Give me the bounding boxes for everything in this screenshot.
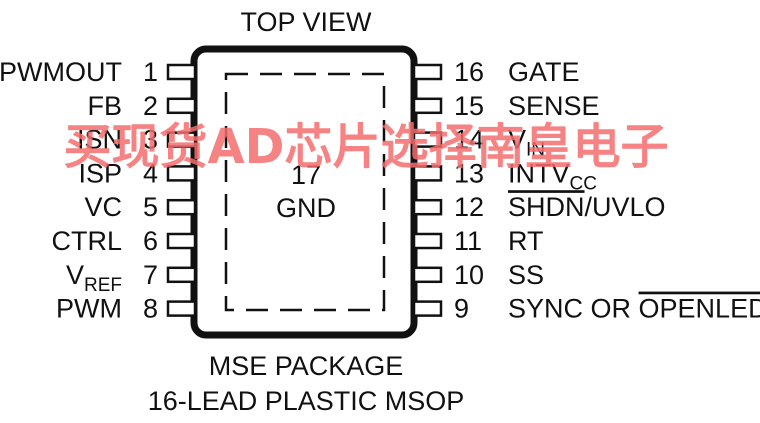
pin-16: 16 GATE <box>412 57 580 87</box>
top-view-label: TOP VIEW <box>240 7 372 37</box>
pin-lead-1 <box>166 63 197 81</box>
pin-name-11: RT <box>508 226 544 256</box>
pin-number-12: 12 <box>454 192 484 222</box>
pin-name-8: PWM <box>56 294 122 324</box>
pin-name-7: VREF <box>66 260 122 296</box>
pin-name-15: SENSE <box>508 91 600 121</box>
pin-lead-15 <box>412 97 443 115</box>
exposed-pad-outline <box>224 72 386 312</box>
pin-number-15: 15 <box>454 91 484 121</box>
pin-11: 11 RT <box>412 226 544 256</box>
pin-6: 6 CTRL <box>51 226 197 256</box>
pin-12: 12 SHDN/UVLO <box>412 192 666 222</box>
pin-lead-2 <box>166 97 197 115</box>
pin-number-16: 16 <box>454 57 484 87</box>
right-pin-group: 16 GATE 15 SENSE 14 VIN 13 INTVCC 12 SHDN/UVLO 11 R… <box>412 57 760 324</box>
pin-number-6: 6 <box>143 226 158 256</box>
left-pin-group: 1 PWMOUT 2 FB 3 ISN 4 ISP 5 VC 6 CTRL 7 VREF 8 PWM <box>0 57 197 324</box>
pin-name-1: PWMOUT <box>0 57 122 87</box>
pin-7: 7 VREF <box>66 260 197 296</box>
pin-number-2: 2 <box>143 91 158 121</box>
pin-name-2: FB <box>87 91 122 121</box>
pin-14: 14 VIN <box>412 125 545 161</box>
pin-lead-5 <box>166 198 197 216</box>
pin-8: 8 PWM <box>56 294 197 324</box>
pin-number-1: 1 <box>143 57 158 87</box>
pin-lead-7 <box>166 266 197 284</box>
pin-lead-16 <box>412 63 443 81</box>
watermark-text: 买现货AD芯片选择南皇电子 <box>64 119 669 175</box>
pin-15: 15 SENSE <box>412 91 600 121</box>
pin-name-4: ISP <box>78 158 122 188</box>
pin-13: 13 INTVCC <box>412 158 597 194</box>
pin-5: 5 VC <box>84 192 197 222</box>
package-line-1: MSE PACKAGE <box>209 351 404 381</box>
pin-10: 10 SS <box>412 260 544 290</box>
pin-2: 2 FB <box>87 91 197 121</box>
pin-name-12: SHDN/UVLO <box>508 192 666 222</box>
pin-lead-14 <box>412 131 443 148</box>
pin-number-11: 11 <box>454 226 482 256</box>
pin-1: 1 PWMOUT <box>0 57 197 87</box>
pin-number-8: 8 <box>143 294 158 324</box>
pin-number-14: 14 <box>454 125 484 155</box>
pin-name-10: SS <box>508 260 544 290</box>
pin-name-16: GATE <box>508 57 580 87</box>
chip-body <box>190 45 418 339</box>
pin-number-13: 13 <box>454 158 484 188</box>
pin-name-6: CTRL <box>51 226 122 256</box>
pin-number-7: 7 <box>143 260 158 290</box>
pin-name-3: ISN <box>77 125 122 155</box>
pin-name-overline-12: SHDN <box>508 192 585 222</box>
pin-lead-3 <box>166 131 197 148</box>
pin-name-13: INTVCC <box>508 158 597 194</box>
pin-name-14: VIN <box>508 125 545 161</box>
pin-3: 3 ISN <box>77 125 197 155</box>
pin-lead-9 <box>412 300 443 317</box>
pin-name-9: SYNC OR OPENLED <box>508 294 760 324</box>
pin-lead-10 <box>412 266 443 284</box>
pin-lead-12 <box>412 198 443 216</box>
pin-number-4: 4 <box>143 158 158 188</box>
pin-number-5: 5 <box>143 192 158 222</box>
pin-number-9: 9 <box>454 294 469 324</box>
pin-number-10: 10 <box>454 260 484 290</box>
exposed-pad-number: 17 <box>291 160 321 190</box>
pin-lead-11 <box>412 232 443 250</box>
pin-lead-4 <box>166 165 197 182</box>
pin-name-5: VC <box>84 192 122 222</box>
pin-number-3: 3 <box>143 125 158 155</box>
pin-4: 4 ISP <box>78 158 197 188</box>
pin-name-overline-9: OPENLED <box>639 294 760 324</box>
exposed-pad-name: GND <box>276 193 336 223</box>
pin-lead-8 <box>166 300 197 317</box>
pin-lead-13 <box>412 165 443 182</box>
pin-lead-6 <box>166 232 197 250</box>
package-line-2: 16-LEAD PLASTIC MSOP <box>148 386 465 416</box>
pin-9: 9 SYNC OR OPENLED <box>412 294 760 324</box>
